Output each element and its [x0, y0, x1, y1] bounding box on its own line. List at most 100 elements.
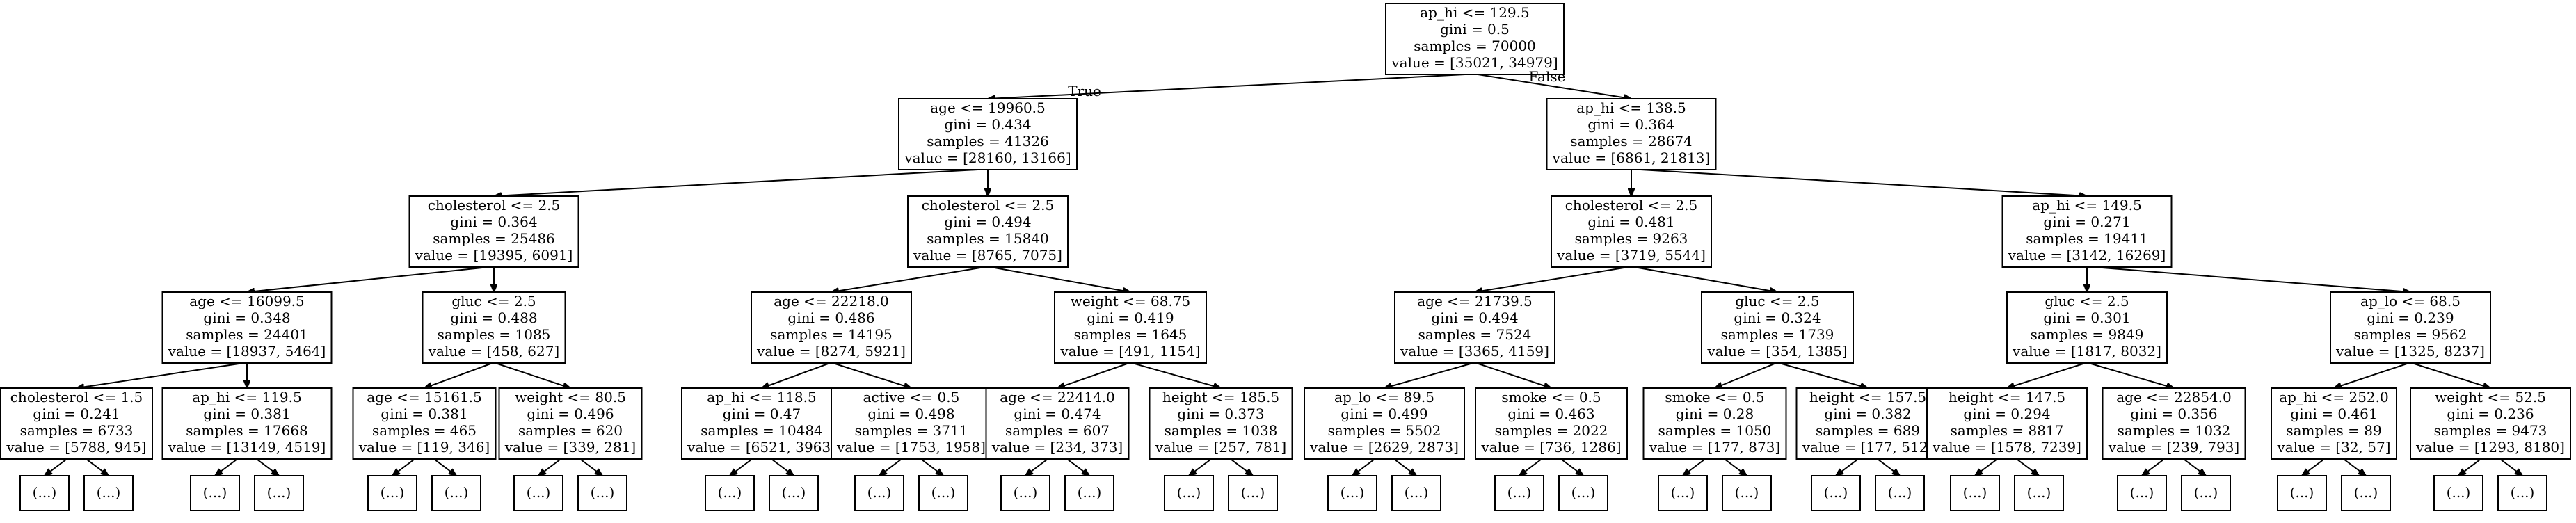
tree-edge	[2411, 362, 2490, 388]
tree-node-line: smoke <= 0.5	[1501, 389, 1601, 405]
tree-edge	[1384, 362, 1473, 388]
truncated-node-label: (...)	[33, 484, 57, 501]
truncated-subtree-node: (...)	[1950, 475, 2000, 511]
truncated-subtree-node: (...)	[1327, 475, 1377, 511]
truncated-node-label: (...)	[1963, 484, 1987, 501]
tree-node-line: gini = 0.28	[1676, 405, 1754, 422]
truncated-node-box	[1558, 475, 1608, 511]
tree-node-line: ap_hi <= 138.5	[1576, 99, 1686, 116]
tree-edge	[2093, 266, 2410, 292]
tree-node-line: ap_hi <= 118.5	[707, 389, 817, 405]
tree-node-line: gini = 0.356	[2130, 405, 2217, 422]
tree-edge	[1132, 362, 1221, 388]
tree-node-line: value = [18937, 5464]	[168, 343, 326, 360]
tree-node-line: gini = 0.461	[2290, 405, 2377, 422]
tree-node-box	[1926, 387, 2088, 460]
tree-node-line: samples = 620	[518, 422, 623, 439]
tree-node-box	[985, 387, 1130, 460]
truncated-node-box	[1391, 475, 1441, 511]
truncated-subtree-node: (...)	[1875, 475, 1925, 511]
tree-edge	[879, 458, 902, 476]
tree-node-box	[2001, 195, 2173, 268]
tree-node-line: samples = 465	[372, 422, 477, 439]
tree-node-line: samples = 25486	[433, 230, 555, 247]
tree-node-line: value = [1578, 7239]	[1932, 439, 2081, 456]
tree-edge	[86, 458, 109, 476]
truncated-node-box	[2117, 475, 2167, 511]
truncated-node-label: (...)	[782, 484, 806, 501]
tree-node-box	[898, 98, 1078, 170]
tree-node-line: value = [339, 281]	[504, 439, 636, 456]
tree-edge	[1025, 458, 1048, 476]
tree-edge	[1393, 458, 1416, 476]
truncated-subtree-node: (...)	[1494, 475, 1544, 511]
tree-node-line: samples = 41326	[927, 133, 1049, 150]
truncated-node-box	[1875, 475, 1925, 511]
truncated-subtree-node: (...)	[577, 475, 627, 511]
truncated-node-box	[1494, 475, 1544, 511]
truncated-node-label: (...)	[1078, 484, 1102, 501]
tree-node-line: value = [1817, 8032]	[2012, 343, 2161, 360]
truncated-subtree-node: (...)	[918, 475, 968, 511]
tree-node-line: gini = 0.494	[1431, 309, 1518, 326]
truncated-node-label: (...)	[718, 484, 742, 501]
truncated-node-box	[83, 475, 134, 511]
tree-node-line: samples = 689	[1816, 422, 1920, 439]
tree-node-line: gini = 0.271	[2043, 214, 2130, 230]
truncated-node-label: (...)	[2290, 484, 2314, 501]
tree-node-line: value = [119, 346]	[358, 439, 490, 456]
truncated-subtree-node: (...)	[367, 475, 417, 511]
tree-node-line: cholesterol <= 2.5	[428, 197, 561, 214]
truncated-node-label: (...)	[1177, 484, 1201, 501]
tree-edge	[1478, 74, 1632, 99]
tree-node-box	[2410, 387, 2571, 460]
tree-edge	[771, 458, 794, 476]
tree-node-line: gini = 0.486	[787, 309, 874, 326]
tree-edge	[2343, 458, 2366, 476]
tree-node-line: ap_hi <= 129.5	[1420, 4, 1530, 21]
tree-node-line: samples = 14195	[770, 326, 893, 343]
tree-node-line: gini = 0.381	[203, 405, 290, 422]
tree-node-line: gini = 0.381	[381, 405, 467, 422]
truncated-subtree-node: (...)	[83, 475, 134, 511]
tree-node-line: gini = 0.301	[2043, 309, 2130, 326]
tree-node-line: samples = 24401	[186, 326, 308, 343]
tree-node-line: gluc <= 2.5	[2045, 293, 2129, 309]
truncated-subtree-node: (...)	[1391, 475, 1441, 511]
tree-node-line: value = [13149, 4519]	[168, 439, 326, 456]
tree-edge	[2302, 458, 2325, 476]
truncated-subtree-node: (...)	[1000, 475, 1050, 511]
tree-edge	[1640, 169, 2087, 196]
tree-node-line: samples = 9562	[2354, 326, 2467, 343]
tree-edge	[495, 362, 570, 388]
tree-edge	[538, 458, 561, 476]
tree-node-line: gluc <= 2.5	[451, 293, 536, 309]
tree-edge	[256, 458, 279, 476]
tree-node-line: cholesterol <= 2.5	[922, 197, 1055, 214]
tree-node-box	[2102, 387, 2246, 460]
tree-node-line: gini = 0.236	[2447, 405, 2534, 422]
truncated-node-box	[2433, 475, 2483, 511]
truncated-node-label: (...)	[591, 484, 615, 501]
truncated-node-box	[254, 475, 304, 511]
tree-node-line: value = [3142, 16269]	[2008, 247, 2166, 264]
truncated-node-box	[854, 475, 904, 511]
tree-node-line: cholesterol <= 1.5	[10, 389, 143, 405]
tree-node-box	[161, 387, 333, 460]
tree-node-line: value = [354, 1385]	[1706, 343, 1847, 360]
tree-edge	[990, 266, 1130, 292]
truncated-node-label: (...)	[2511, 484, 2535, 501]
tree-edge	[424, 362, 493, 388]
truncated-node-box	[577, 475, 627, 511]
tree-edge	[1352, 458, 1375, 476]
tree-edge	[2458, 458, 2481, 476]
